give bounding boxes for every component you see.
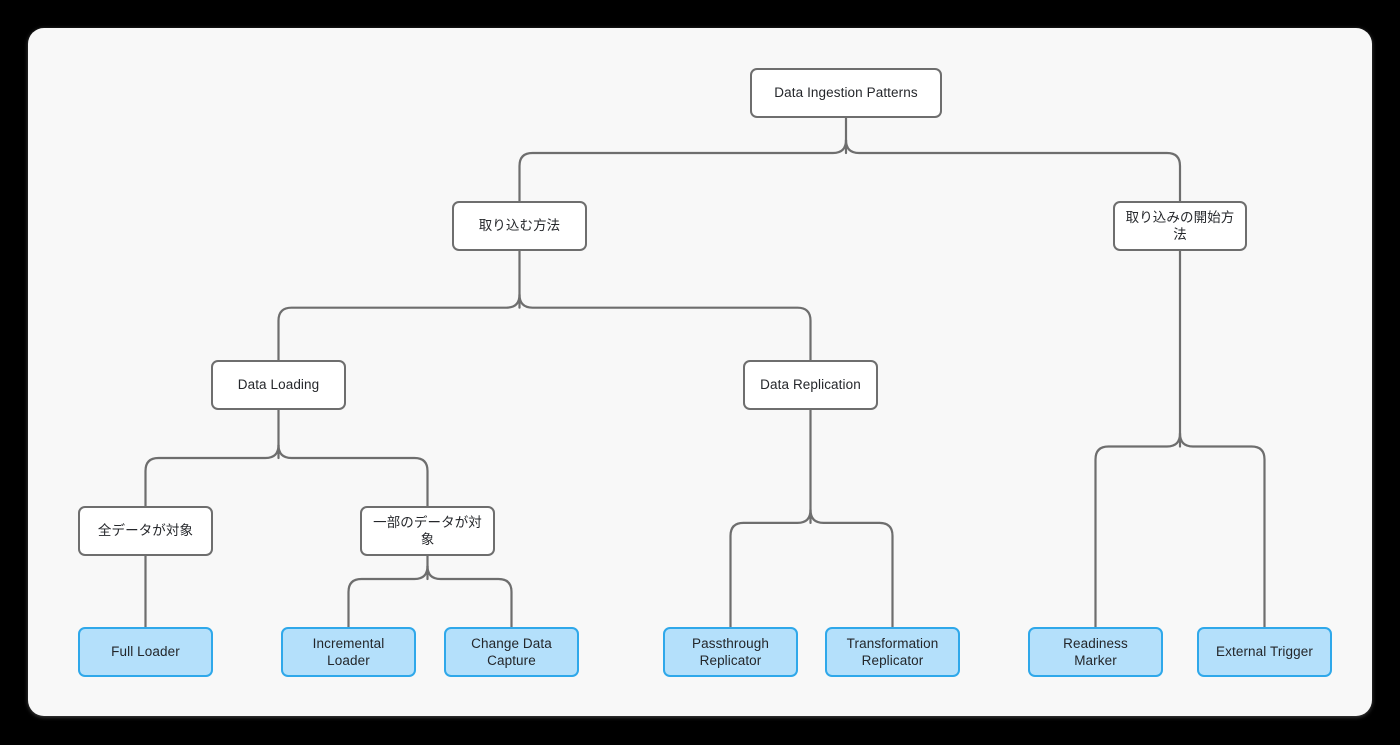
node-label: 全データが対象: [97, 523, 194, 539]
node-full-loader[interactable]: Full Loader: [78, 627, 213, 677]
node-readiness-marker[interactable]: Readiness Marker: [1028, 627, 1163, 677]
node-label: Transformation Replicator: [846, 635, 939, 668]
node-data-loading[interactable]: Data Loading: [211, 360, 346, 410]
node-label: Full Loader: [111, 644, 180, 660]
node-label: Incremental Loader: [312, 635, 385, 668]
node-how-to-start[interactable]: 取り込みの開始方法: [1113, 201, 1247, 251]
node-label: 取り込みの開始方法: [1125, 209, 1235, 242]
node-label: Data Ingestion Patterns: [774, 85, 918, 101]
node-label: 取り込む方法: [478, 218, 561, 234]
node-external-trigger[interactable]: External Trigger: [1197, 627, 1332, 677]
node-incremental-loader[interactable]: Incremental Loader: [281, 627, 416, 677]
node-transformation-replicator[interactable]: Transformation Replicator: [825, 627, 960, 677]
node-label: Readiness Marker: [1063, 635, 1128, 668]
node-how-to-ingest[interactable]: 取り込む方法: [452, 201, 587, 251]
node-label: External Trigger: [1216, 644, 1313, 660]
node-label: Change Data Capture: [471, 635, 552, 668]
node-label: Passthrough Replicator: [692, 635, 769, 668]
node-label: Data Replication: [760, 377, 861, 393]
node-partial-data[interactable]: 一部のデータが対象: [360, 506, 495, 556]
node-label: Data Loading: [237, 377, 320, 393]
node-label: 一部のデータが対象: [373, 514, 482, 547]
node-data-replication[interactable]: Data Replication: [743, 360, 878, 410]
node-change-data-capture[interactable]: Change Data Capture: [444, 627, 579, 677]
node-passthrough-replicator[interactable]: Passthrough Replicator: [663, 627, 798, 677]
node-all-data[interactable]: 全データが対象: [78, 506, 213, 556]
node-root[interactable]: Data Ingestion Patterns: [750, 68, 942, 118]
